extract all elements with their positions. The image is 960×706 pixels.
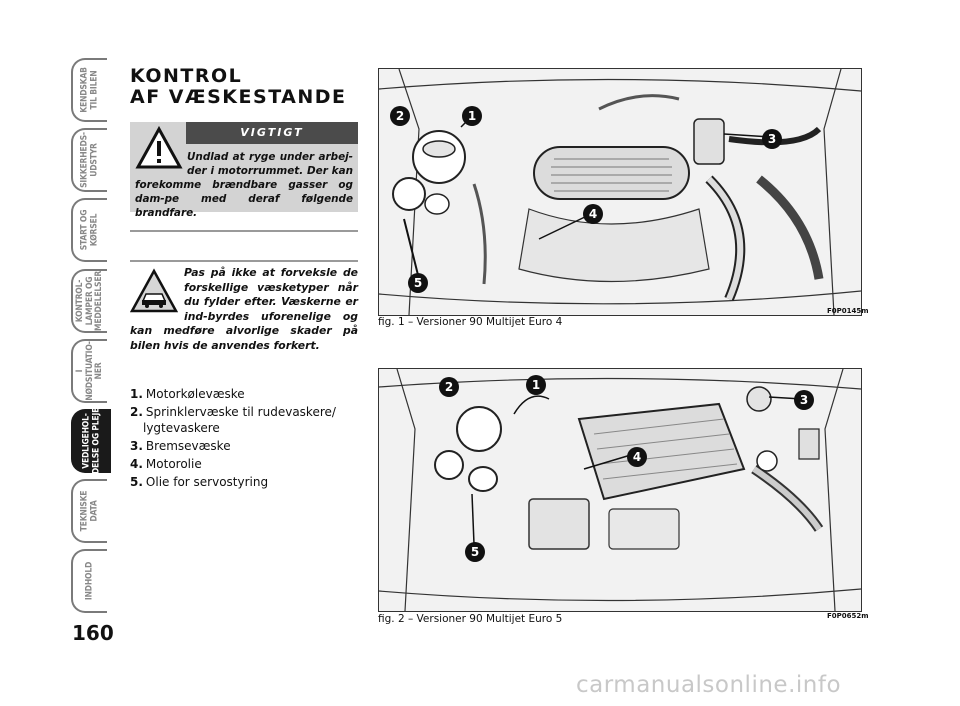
tab-kendskab[interactable]: KENDSKAB TIL BILEN bbox=[71, 58, 107, 122]
figure-1-code: F0P0145m bbox=[827, 307, 869, 315]
list-item: 5.Olie for servostyring bbox=[130, 475, 269, 489]
callout-markers-1: 1 2 3 4 5 bbox=[390, 106, 782, 293]
figure-2-code: F0P0652m bbox=[827, 612, 869, 620]
tab-sikkerhedsudstyr[interactable]: SIKKERHEDS- UDSTYR bbox=[71, 128, 107, 192]
svg-text:4: 4 bbox=[633, 450, 641, 464]
tab-nodsituationer[interactable]: I NØDSITUATIO- NER bbox=[71, 339, 107, 403]
callout-5: 5 bbox=[408, 273, 428, 293]
page-title: KONTROL AF VÆSKESTANDE bbox=[130, 66, 347, 108]
callout-4: 4 bbox=[627, 447, 647, 467]
list-item: 4.Motorolie bbox=[130, 457, 202, 471]
callout-3: 3 bbox=[794, 390, 814, 410]
divider bbox=[130, 260, 358, 262]
title-line-1: KONTROL bbox=[130, 65, 243, 87]
svg-text:5: 5 bbox=[414, 276, 422, 290]
callout-4: 4 bbox=[583, 204, 603, 224]
callout-5: 5 bbox=[465, 542, 485, 562]
svg-text:2: 2 bbox=[396, 109, 404, 123]
list-item: 1.Motorkølevæske bbox=[130, 387, 245, 401]
callout-2: 2 bbox=[439, 377, 459, 397]
svg-text:4: 4 bbox=[589, 207, 597, 221]
fluid-list: 1.Motorkølevæske 2.Sprinklervæske til ru… bbox=[130, 386, 360, 492]
warning-box: VIGTIGT Undlad at ryge under arbej-der i… bbox=[130, 122, 358, 219]
figure-2-engine-bay: 1 2 3 4 5 bbox=[378, 368, 862, 612]
car-caution-icon bbox=[130, 268, 178, 313]
svg-text:3: 3 bbox=[768, 132, 776, 146]
fluid-note: Pas på ikke at forveksle de forskellige … bbox=[130, 266, 358, 353]
tab-vedligeholdelse[interactable]: VEDLIGEHOL- DELSE OG PLEJE bbox=[71, 408, 111, 474]
page-number: 160 bbox=[72, 621, 114, 645]
callout-3: 3 bbox=[762, 129, 782, 149]
list-item: 3.Bremsevæske bbox=[130, 439, 231, 453]
engine-diagram-1 bbox=[379, 69, 861, 315]
list-item: 2.Sprinklervæske til rudevaskere/ lygtev… bbox=[130, 405, 336, 435]
svg-text:2: 2 bbox=[445, 380, 453, 394]
tab-kontrollamper[interactable]: KONTROL- LAMPER OG MEDDELELSER bbox=[71, 269, 107, 333]
title-line-2: AF VÆSKESTANDE bbox=[130, 86, 347, 108]
tab-indhold[interactable]: INDHOLD bbox=[71, 549, 107, 613]
callout-2: 2 bbox=[390, 106, 410, 126]
tab-start-og-korsel[interactable]: START OG KØRSEL bbox=[71, 198, 107, 262]
warning-text: Undlad at ryge under arbej-der i motorru… bbox=[135, 151, 353, 219]
svg-text:1: 1 bbox=[532, 378, 540, 392]
figure-1-engine-bay: 1 2 3 4 5 bbox=[378, 68, 862, 316]
figure-2-caption: fig. 2 – Versioner 90 Multijet Euro 5 bbox=[378, 613, 563, 625]
warning-triangle-icon bbox=[135, 126, 183, 169]
divider bbox=[130, 230, 358, 232]
engine-diagram-2 bbox=[379, 369, 861, 611]
callout-1: 1 bbox=[462, 106, 482, 126]
figure-1-caption: fig. 1 – Versioner 90 Multijet Euro 4 bbox=[378, 316, 563, 328]
callout-1: 1 bbox=[526, 375, 546, 395]
note-text: Pas på ikke at forveksle de forskellige … bbox=[130, 266, 358, 352]
warning-heading: VIGTIGT bbox=[186, 122, 358, 144]
callout-markers-2: 1 2 3 4 5 bbox=[439, 375, 814, 562]
watermark: carmanualsonline.info bbox=[576, 672, 842, 698]
svg-text:1: 1 bbox=[468, 109, 476, 123]
svg-text:5: 5 bbox=[471, 545, 479, 559]
svg-text:3: 3 bbox=[800, 393, 808, 407]
tab-tekniske-data[interactable]: TEKNISKE DATA bbox=[71, 479, 107, 543]
